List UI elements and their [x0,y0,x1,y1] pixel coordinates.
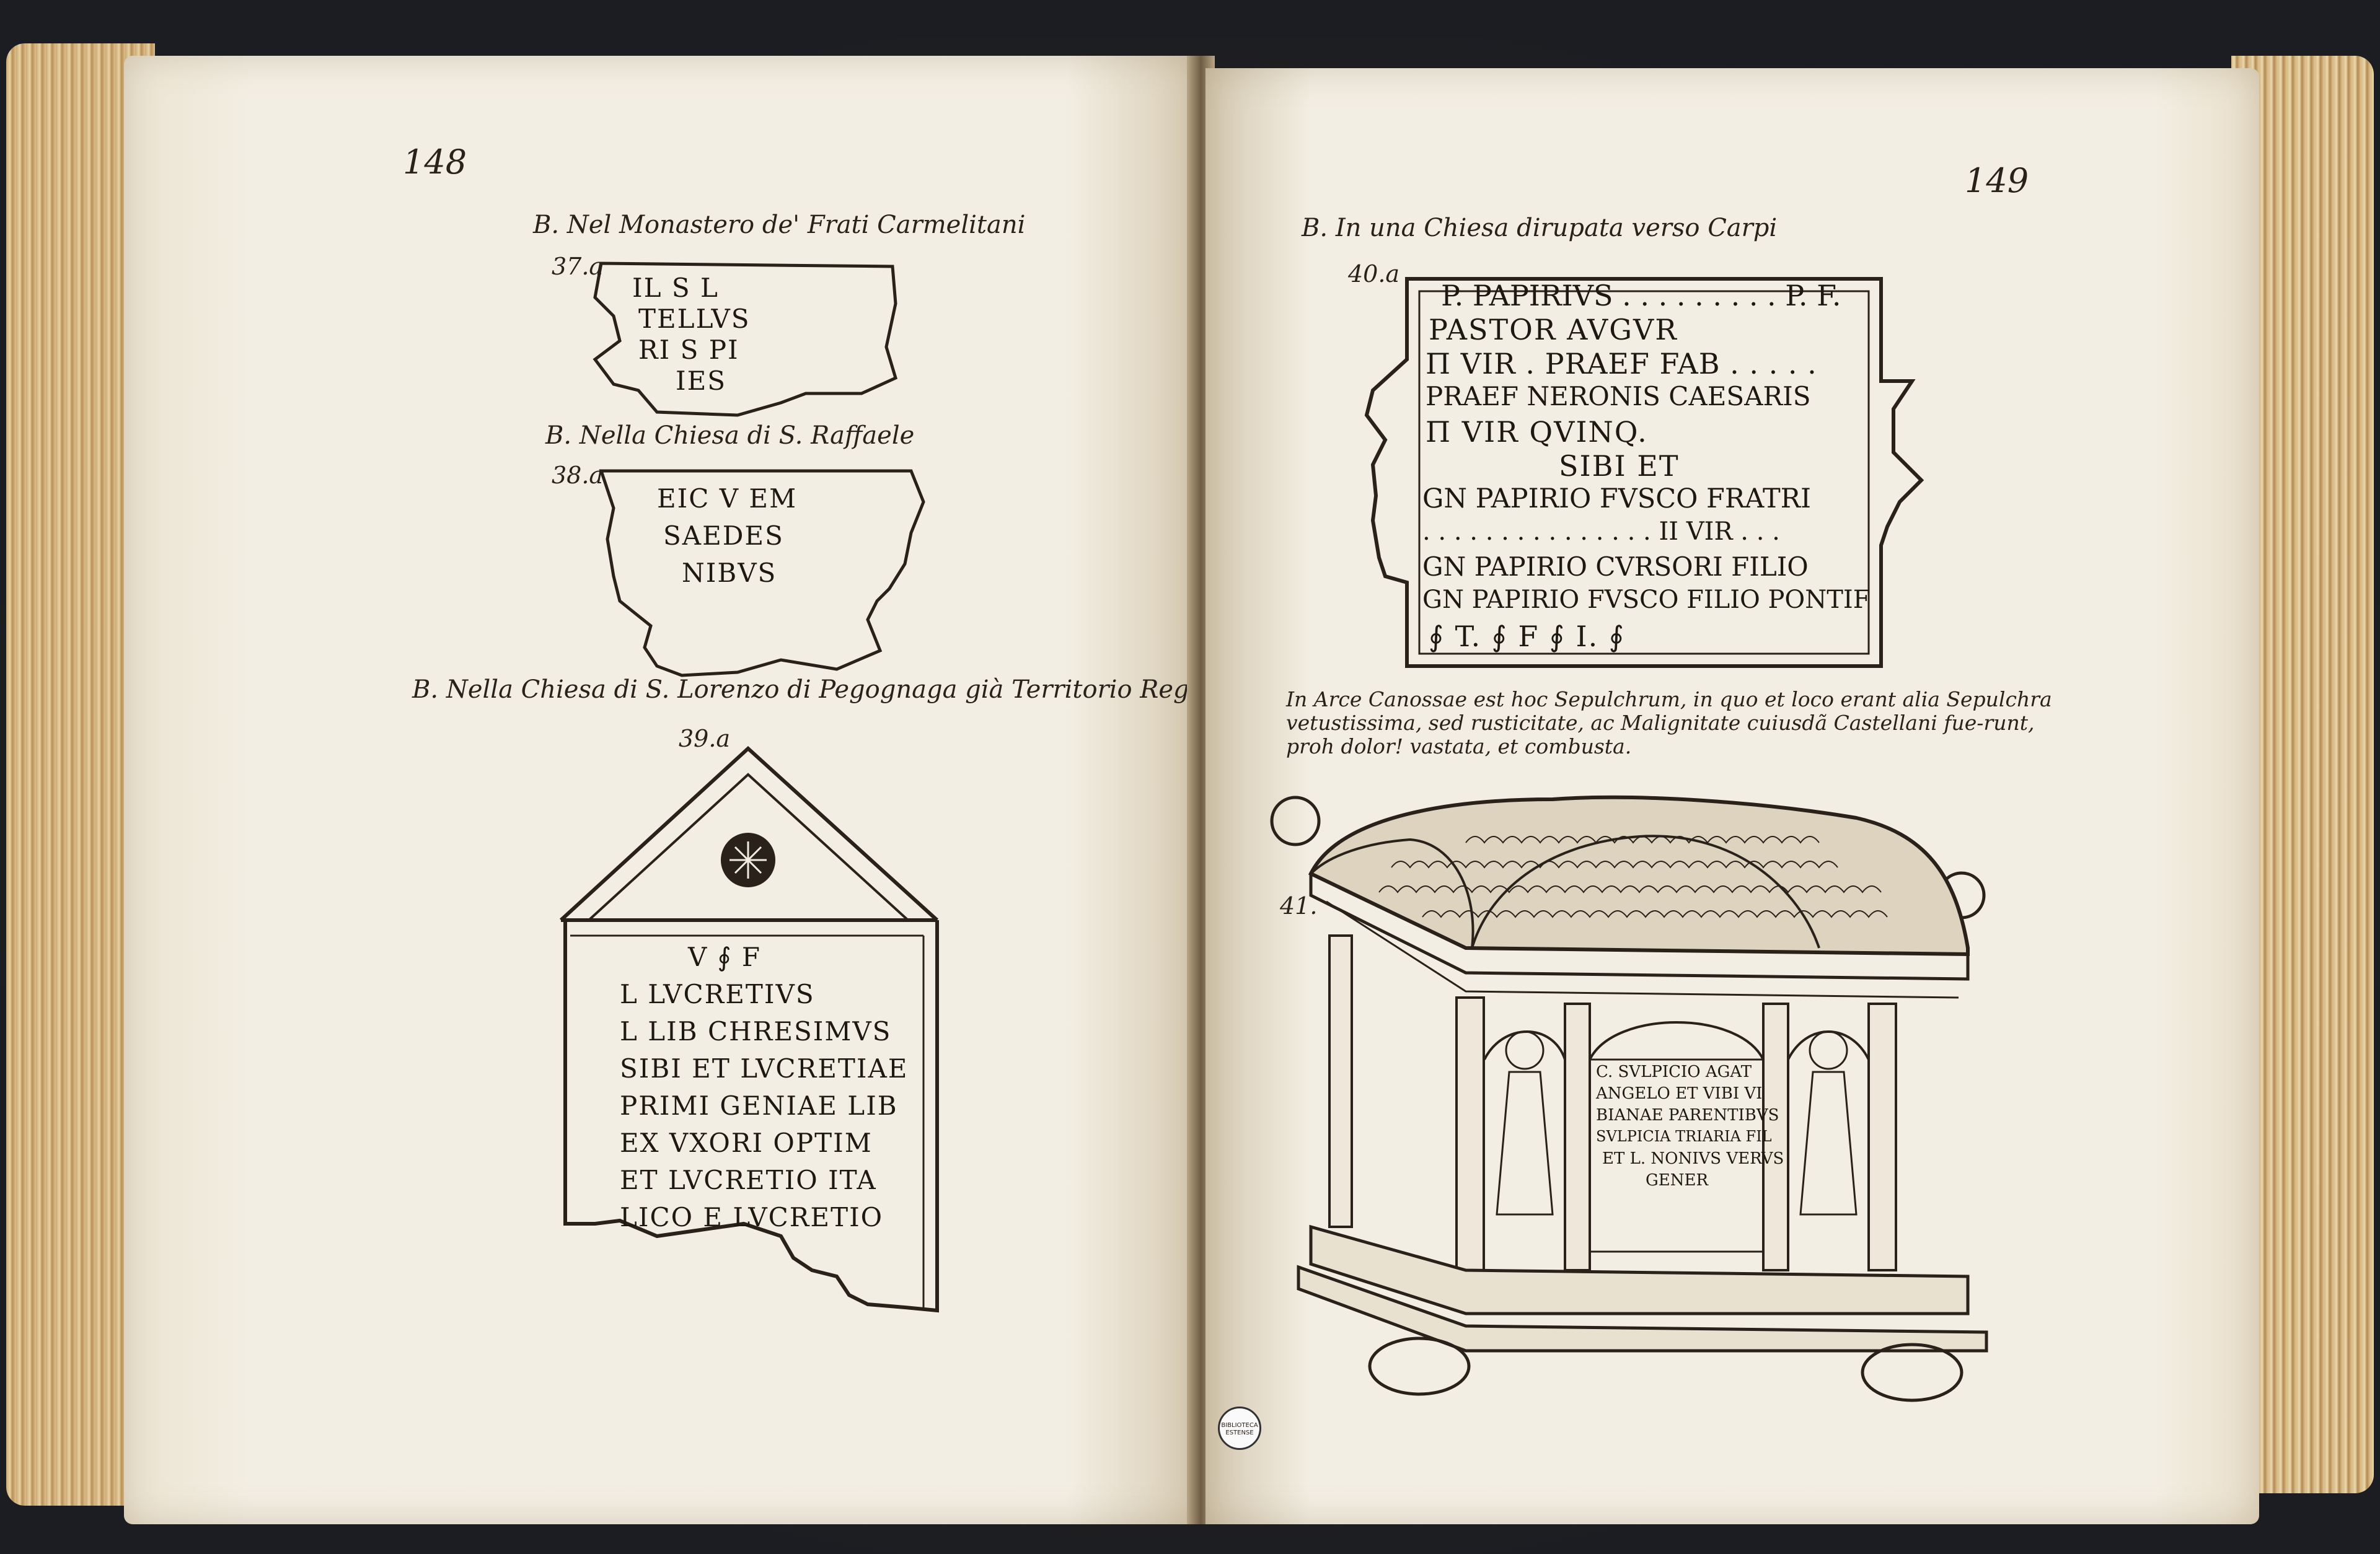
entry-40-tablet-outline [1364,277,1924,668]
entry-40-caption: B. In una Chiesa dirupata verso Carpi [1302,214,1778,242]
entry-39-line-1: V ∮ F [688,942,762,972]
entry-39-line-6: EX VXORI OPTIM [620,1128,873,1158]
entry-40-line-9: GN PAPIRIO CVRSORI FILIO [1422,551,1809,582]
entry-39-stele-outline [559,745,939,1313]
library-stamp: BIBLIOTECA ESTENSE [1218,1407,1261,1450]
entry-40-line-5: Π VIR QVINQ. [1426,415,1648,449]
entry-40-line-8: . . . . . . . . . . . . . . . II VIR . .… [1422,517,1780,546]
entry-37-number: 37.a [552,253,604,280]
entry-38-line-1: EIC V EM [657,483,798,514]
entry-41-line-4: SVLPICIA TRIARIA FIL [1596,1128,1772,1145]
entry-41-line-2: ANGELO ET VIBI VI [1596,1084,1763,1103]
entry-40-line-10: GN PAPIRIO FVSCO FILIO PONTIF [1422,586,1871,614]
left-page: 148 B. Nel Monastero de' Frati Carmelita… [124,56,1244,1524]
entry-40-line-1: P. PAPIRIVS . . . . . . . . . P. F. [1441,279,1841,312]
entry-39-line-5: PRIMI GENIAE LIB [620,1091,898,1121]
entry-40-number: 40.a [1348,260,1400,288]
entry-38-number: 38.a [552,462,604,489]
page-number: 149 [1965,161,2029,200]
entry-39-line-7: ET LVCRETIO ITA [620,1165,877,1195]
entry-39-line-2: L LVCRETIVS [620,979,815,1009]
entry-37-line-3: RI S PI [638,335,739,365]
entry-39-line-8: LICO E LVCRETIO [620,1202,884,1232]
entry-39-line-4: SIBI ET LVCRETIAE [620,1053,909,1084]
entry-40-line-4: PRAEF NERONIS CAESARIS [1426,381,1811,411]
entry-37-fragment-outline [593,261,898,417]
entry-37-caption: B. Nel Monastero de' Frati Carmelitani [533,211,1026,239]
entry-40-line-11: ∮ T. ∮ F ∮ I. ∮ [1429,620,1625,653]
entry-37-line-4: IES [676,366,727,396]
rosette-icon [721,833,775,887]
entry-39-number: 39.a [679,725,731,752]
entry-40-line-6: SIBI ET [1559,449,1680,483]
entry-40-line-7: GN PAPIRIO FVSCO FRATRI [1422,483,1812,514]
entry-39-line-3: L LIB CHRESIMVS [620,1016,892,1047]
page-number: 148 [403,143,467,182]
entry-40-line-3: Π VIR . PRAEF FAB . . . . . [1426,347,1817,380]
entry-40-line-2: PASTOR AVGVR [1429,313,1678,346]
right-page: 149 B. In una Chiesa dirupata verso Carp… [1205,68,2259,1524]
entry-37-line-2: TELLVS [638,304,751,334]
entry-41-line-1: C. SVLPICIO AGAT [1596,1063,1752,1081]
entry-38-fragment-outline [599,469,925,677]
entry-38-line-3: NIBVS [682,558,777,588]
sarcophagus-drawing [1270,795,1988,1402]
entry-41-line-3: BIANAE PARENTIBVS [1596,1106,1779,1125]
entry-38-caption: B. Nella Chiesa di S. Raffaele [545,421,915,450]
entry-41-line-5: ET L. NONIVS VERVS [1602,1149,1784,1168]
entry-38-line-2: SAEDES [663,520,784,551]
entry-39-caption: B. Nella Chiesa di S. Lorenzo di Pegogna… [412,675,1244,704]
latin-note: In Arce Canossae est hoc Sepulchrum, in … [1286,687,2052,758]
entry-41-line-6: GENER [1646,1171,1709,1190]
entry-37-line-1: IL S L [632,273,719,303]
